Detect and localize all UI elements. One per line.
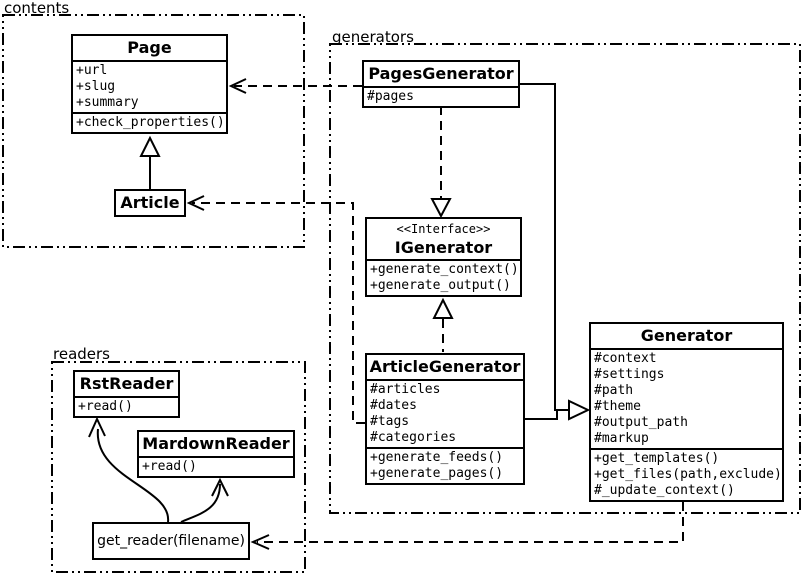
class-generator-name: Generator <box>640 326 733 345</box>
pagesgenerator-generator-generalization-line <box>520 83 568 411</box>
pagesgenerator-page-dependency-arrowhead <box>228 78 247 94</box>
generator-generalization-triangle <box>568 399 591 421</box>
class-method: +generate_output() <box>370 278 511 293</box>
class-mardownreader-name: MardownReader <box>142 434 290 453</box>
class-page-attributes: +url +slug +summary <box>73 60 226 112</box>
articlegenerator-igenerator-realization-triangle <box>432 297 454 319</box>
class-attribute: +slug <box>76 79 116 94</box>
package-label-readers: readers <box>53 345 110 363</box>
generator-getreader-dependency-line <box>257 502 684 543</box>
articlegenerator-article-dependency-arrowhead <box>186 195 205 211</box>
class-attribute: #categories <box>370 430 457 445</box>
class-attribute: #pages <box>367 89 414 104</box>
class-pagesgenerator-name: PagesGenerator <box>368 64 514 83</box>
class-attribute: #path <box>594 383 634 398</box>
package-generators-border <box>329 43 801 514</box>
class-attribute: #theme <box>594 399 641 414</box>
class-attribute: +summary <box>76 95 139 110</box>
package-label-generators: generators <box>332 28 414 46</box>
package-contents-border <box>2 14 305 248</box>
class-igenerator-stereotype: <<Interface>> <box>396 222 491 236</box>
class-page-name: Page <box>127 38 172 57</box>
class-method: +check_properties() <box>76 115 225 130</box>
class-attribute: #markup <box>594 431 649 446</box>
class-attribute: #settings <box>594 367 665 382</box>
class-generator-methods: +get_templates() +get_files(path,exclude… <box>591 448 782 500</box>
class-attribute: #dates <box>370 398 417 413</box>
class-method: +generate_feeds() <box>370 450 504 465</box>
class-igenerator-name: IGenerator <box>394 238 493 257</box>
class-page-methods: +check_properties() <box>73 112 226 132</box>
class-article: Article <box>114 189 186 217</box>
getreader-mardownreader-arrowhead <box>211 477 229 497</box>
class-articlegenerator-attributes: #articles #dates #tags #categories <box>367 379 523 447</box>
class-method: +read() <box>78 399 133 414</box>
class-mardownreader-methods: +read() <box>139 456 293 476</box>
class-generator: Generator #context #settings #path #them… <box>589 322 784 502</box>
getreader-mardownreader-arrow-line <box>180 483 221 523</box>
generator-getreader-dependency-arrowhead <box>250 534 270 550</box>
class-pagesgenerator: PagesGenerator #pages <box>362 60 520 108</box>
class-page: Page +url +slug +summary +check_properti… <box>71 34 228 134</box>
articlegenerator-generator-generalization-line <box>525 411 558 420</box>
class-attribute: #output_path <box>594 415 688 430</box>
class-articlegenerator-methods: +generate_feeds() +generate_pages() <box>367 447 523 483</box>
class-attribute: #articles <box>370 382 441 397</box>
class-articlegenerator-name: ArticleGenerator <box>369 357 521 376</box>
getreader-rstreader-arrowhead <box>88 416 106 438</box>
class-article-name: Article <box>120 193 180 212</box>
class-mardownreader: MardownReader +read() <box>137 430 295 478</box>
class-rstreader: RstReader +read() <box>73 370 180 418</box>
class-attribute: #tags <box>370 414 410 429</box>
class-method: #_update_context() <box>594 483 735 498</box>
getreader-rstreader-arrow-line <box>96 428 170 523</box>
class-igenerator-methods: +generate_context() +generate_output() <box>367 259 520 295</box>
class-rstreader-methods: +read() <box>75 396 178 416</box>
package-label-contents: contents <box>4 0 70 17</box>
class-method: +generate_pages() <box>370 466 504 481</box>
class-articlegenerator: ArticleGenerator #articles #dates #tags … <box>365 353 525 485</box>
articlegenerator-article-dependency-line <box>192 202 365 424</box>
package-readers-border <box>51 361 306 573</box>
pagesgenerator-igenerator-realization-triangle <box>430 198 452 219</box>
article-page-generalization-triangle <box>139 135 161 157</box>
class-pagesgenerator-attributes: #pages <box>364 86 518 106</box>
class-method: +get_templates() <box>594 451 720 466</box>
class-method: +generate_context() <box>370 262 519 277</box>
class-generator-attributes: #context #settings #path #theme #output_… <box>591 348 782 448</box>
class-rstreader-name: RstReader <box>79 374 174 393</box>
class-attribute: #context <box>594 351 657 366</box>
class-igenerator: <<Interface>> IGenerator +generate_conte… <box>365 217 522 297</box>
function-box-get-reader: get_reader(filename) <box>92 522 250 560</box>
class-attribute: +url <box>76 63 108 78</box>
class-igenerator-header: <<Interface>> IGenerator <box>367 219 520 259</box>
class-method: +read() <box>142 459 197 474</box>
class-method: +get_files(path,exclude) <box>594 467 782 482</box>
